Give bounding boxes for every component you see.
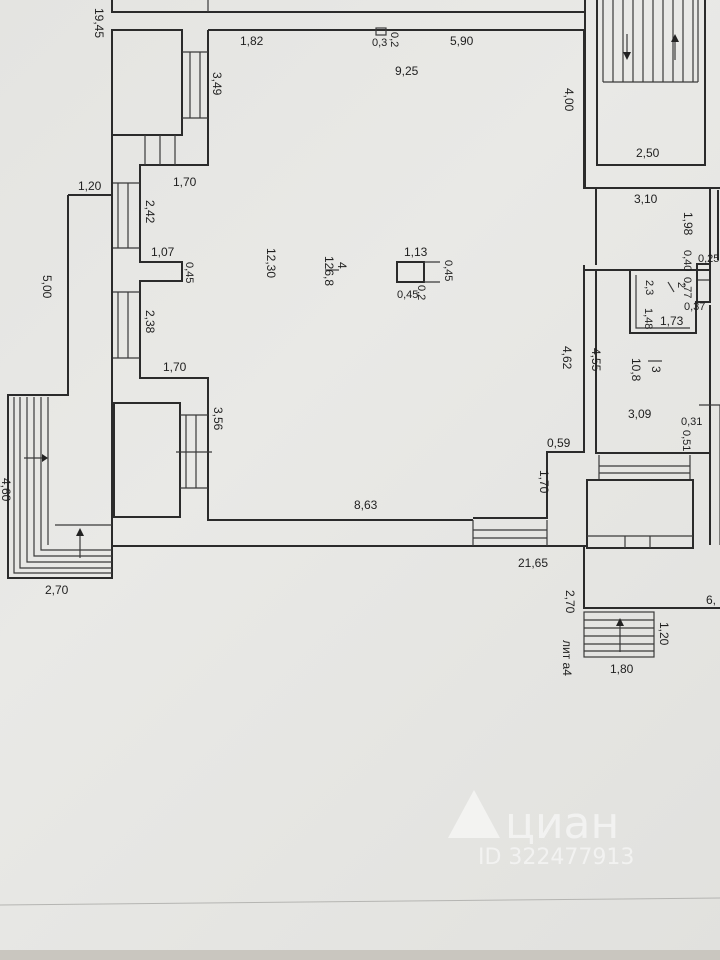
dim-2-70-b: 2,70 (563, 590, 577, 614)
left-upper-window-2 (144, 135, 176, 165)
dim-4-62: 4,62 (560, 346, 574, 370)
dim-4-55: 4,55 (589, 348, 603, 372)
east-wall (709, 188, 719, 545)
window-left-2 (112, 291, 140, 359)
dim-1-70-b: 1,70 (163, 360, 187, 374)
dim-1-80: 1,80 (610, 662, 634, 676)
dim-1-13: 1,13 (404, 245, 428, 259)
room-3-wall (584, 269, 710, 454)
stair-outer-wall (584, 12, 720, 189)
window-left-1 (112, 182, 140, 249)
west-stairs (13, 397, 112, 574)
dim-5-90: 5,90 (450, 34, 474, 48)
dim-4-00: 4,00 (562, 88, 576, 112)
column (396, 261, 425, 283)
room-2-fraction-line (667, 281, 675, 293)
stair-treads (602, 0, 699, 82)
dim-3-49: 3,49 (210, 72, 224, 96)
porch-wall (583, 546, 720, 609)
watermark-logo-text: циан (505, 798, 619, 849)
room-3-door (598, 455, 691, 480)
room-4-area: 126,8 (322, 256, 336, 286)
dim-5-00: 5,00 (40, 275, 54, 299)
dim-0-45-c: 0,45 (397, 289, 418, 301)
east-projection (699, 404, 720, 545)
left-lower-block (113, 402, 181, 518)
vestibule (586, 479, 694, 549)
dim-1-20-b: 1,20 (657, 622, 671, 646)
table-edge (0, 950, 720, 960)
dim-2-38: 2,38 (143, 310, 157, 334)
dim-6: 6, (706, 593, 716, 607)
room-3-area: 10,8 (629, 358, 643, 382)
left-upper-block (111, 29, 183, 136)
dim-3-09: 3,09 (628, 407, 652, 421)
cian-logo-icon (448, 790, 500, 838)
dim-0-2: 0,2 (388, 32, 400, 47)
dim-0-40: 0,40 (681, 250, 693, 271)
watermark: циан ID 322477913 (448, 790, 634, 870)
dim-0-31: 0,31 (681, 416, 702, 428)
dim-0-77: 0,77 (681, 277, 693, 298)
east-stairs (583, 611, 655, 658)
dim-0-45-a: 0,45 (183, 262, 195, 283)
dim-2-42: 2,42 (143, 200, 157, 224)
dim-1-20: 1,20 (78, 179, 102, 193)
dim-0-51: 0,51 (680, 430, 692, 451)
niche-top (375, 27, 387, 36)
dim-21-65: 21,65 (518, 556, 548, 570)
room-3-number: 3 (649, 366, 663, 373)
watermark-id: ID 322477913 (478, 845, 634, 870)
dim-1-98: 1,98 (681, 212, 695, 236)
room-2-inner (635, 275, 710, 329)
dim-1-70-c: 1,70 (537, 470, 551, 494)
room-4-west-wall (139, 30, 209, 370)
room-4-number: 4 (335, 262, 349, 269)
dim-1-07: 1,07 (151, 245, 175, 259)
column-dim-lines (424, 261, 440, 283)
dim-12-30: 12,30 (264, 248, 278, 278)
paper-fold-line (0, 897, 720, 906)
dim-0-25: 0,25 (698, 253, 719, 265)
dim-2-50: 2,50 (636, 146, 660, 160)
stair-room (596, 0, 706, 166)
dim-0-3: 0,3 (372, 37, 387, 49)
vestibule-door (587, 535, 693, 548)
dim-0-37: 0,37 (684, 301, 705, 313)
dim-19-45: 19,45 (92, 8, 106, 38)
lit-label: лит а4 (560, 640, 574, 676)
room-2-area: 2,3 (643, 280, 655, 295)
dim-0-2-b: 0,2 (415, 285, 427, 300)
shaft (696, 263, 711, 303)
room-2-number: 2 (675, 282, 687, 288)
dim-3-56: 3,56 (211, 407, 225, 431)
dim-2-70-a: 2,70 (45, 583, 69, 597)
dim-1-73: 1,73 (660, 314, 684, 328)
west-outer-wall (7, 194, 113, 579)
dim-8-63: 8,63 (354, 498, 378, 512)
dim-0-59: 0,59 (547, 436, 571, 450)
dim-0-45-b: 0,45 (442, 260, 454, 281)
left-lower-window (176, 414, 212, 489)
dim-1-82: 1,82 (240, 34, 264, 48)
dim-1-48: 1,48 (642, 308, 654, 329)
dim-1-70-a: 1,70 (173, 175, 197, 189)
dim-4-60: 4,60 (0, 478, 13, 502)
top-wall (111, 0, 586, 13)
dim-3-10: 3,10 (634, 192, 658, 206)
south-door (472, 520, 548, 546)
left-upper-window (182, 51, 208, 119)
dim-9-25: 9,25 (395, 64, 419, 78)
building-west-wall (111, 30, 587, 547)
